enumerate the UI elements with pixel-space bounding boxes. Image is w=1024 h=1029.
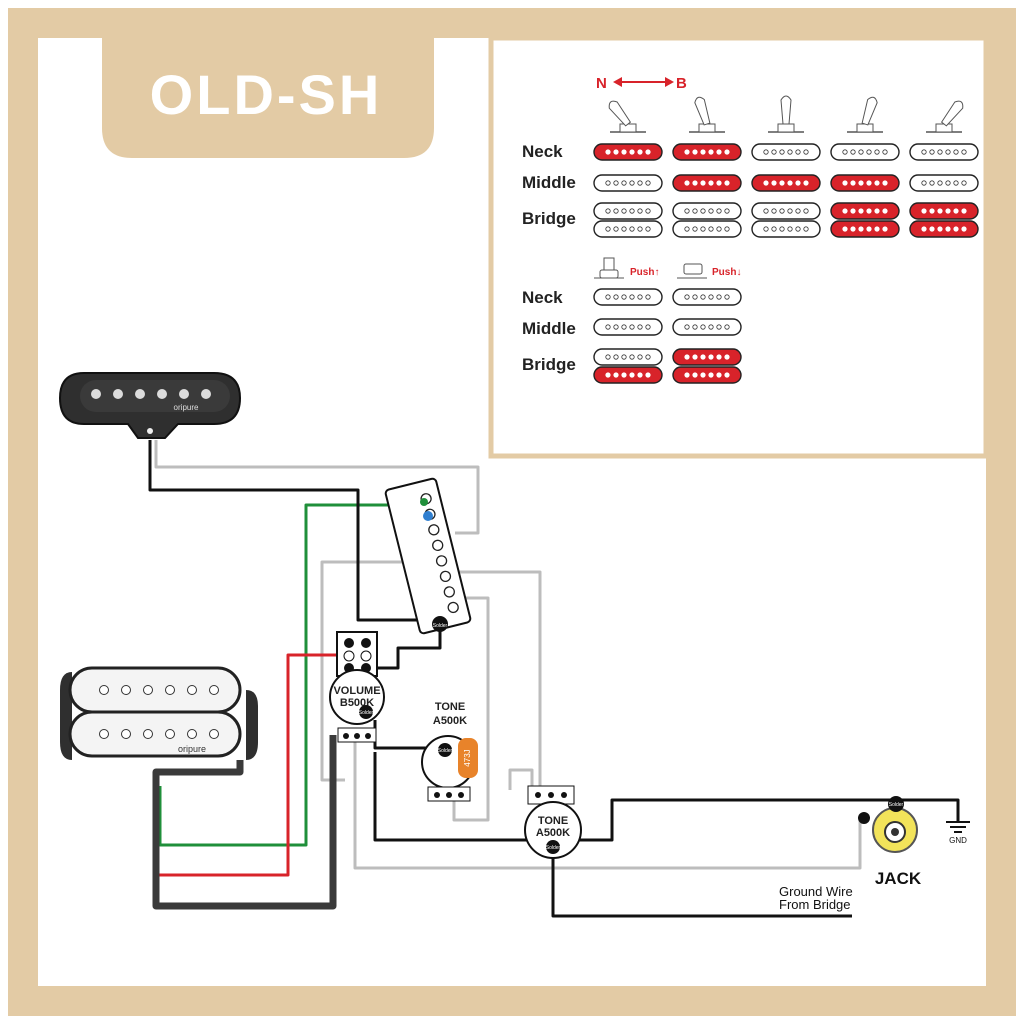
neck-pickup-pos-4 — [830, 143, 900, 161]
switch-chart-panel: N B Neck Middle Bridge Push↑ Push↓ Neck … — [488, 35, 989, 459]
push-row-label-middle: Middle — [522, 319, 576, 338]
bridge-pickup-top-pos-3 — [751, 202, 821, 220]
push-up-icon — [594, 257, 624, 279]
push-row-label-neck: Neck — [522, 288, 563, 307]
switch-lever-icon — [768, 95, 804, 133]
bridge-pickup-bottom-pos-4 — [830, 220, 900, 238]
switch-solder-point — [432, 616, 448, 632]
bridge-pickup-top-pos-5 — [909, 202, 979, 220]
white-wire-lug-tone2 — [438, 570, 542, 790]
black-wire-bridge-ground — [551, 845, 852, 918]
title-tab: OLD-SH — [102, 38, 434, 158]
middle-pickup-pos-1 — [593, 174, 663, 192]
tone1-value: A500K — [433, 715, 467, 727]
tone2-solder-label: Solder — [546, 845, 561, 851]
wires — [148, 440, 960, 918]
row-label-bridge: Bridge — [522, 209, 576, 228]
push-bridge-bottom-2 — [672, 366, 742, 384]
direction-bridge-label: B — [676, 75, 687, 92]
green-wire — [158, 503, 426, 847]
black-wire-neck-ground — [148, 440, 440, 622]
switch-lever-icons — [608, 95, 964, 133]
white-wire-lug-tone1 — [440, 596, 490, 822]
single-coil-pickup: oripure — [58, 372, 242, 439]
neck-pickup-pos-2 — [672, 143, 742, 161]
switch-lever-icon — [689, 96, 725, 133]
switch-solder-label: Solder — [433, 623, 448, 629]
bridge-pickup-top-pos-4 — [830, 202, 900, 220]
direction-neck-label: N — [596, 75, 607, 92]
direction-arrow-icon — [613, 77, 674, 87]
push-up-label: Push↑ — [630, 267, 659, 278]
tone2-label: TONE — [538, 815, 568, 827]
push-bridge-top-2 — [672, 348, 742, 366]
volume-pot: VOLUME B500K Solder — [329, 631, 385, 743]
black-wire-ground-bus — [373, 752, 960, 842]
bridge-pickup-bottom-pos-2 — [672, 220, 742, 238]
black-wire-volume-switch — [375, 628, 442, 670]
single-coil-brand: oripure — [174, 403, 199, 412]
middle-pickup-pos-4 — [830, 174, 900, 192]
switch-lever-icon — [926, 100, 964, 133]
capacitor: 473J — [458, 738, 478, 778]
push-bridge-top-1 — [593, 348, 663, 366]
push-neck-pickup-2 — [672, 288, 742, 306]
volume-solder-label: Solder — [359, 710, 374, 716]
ground-wire-label-line2: From Bridge — [779, 897, 851, 912]
switch-lever-icon — [608, 100, 646, 133]
tone1-label: TONE — [435, 701, 465, 713]
neck-pickup-pos-1 — [593, 143, 663, 161]
volume-label: VOLUME — [333, 685, 380, 697]
push-down-label: Push↓ — [712, 267, 741, 278]
output-jack: Solder JACK — [858, 796, 922, 888]
page-title: OLD-SH — [150, 63, 383, 126]
switch-lever-icon — [847, 96, 883, 133]
push-middle-pickup-2 — [672, 318, 742, 336]
ground-label: GND — [949, 836, 967, 845]
push-row-label-bridge: Bridge — [522, 355, 576, 374]
bridge-pickup-top-pos-2 — [672, 202, 742, 220]
ground-wire-label-line1: Ground Wire — [779, 884, 853, 899]
switch-position-grid — [593, 143, 979, 238]
middle-pickup-pos-3 — [751, 174, 821, 192]
white-wire-jack — [353, 740, 862, 870]
humbucker-cable — [152, 735, 337, 910]
bridge-pickup-bottom-pos-5 — [909, 220, 979, 238]
bridge-pickup-top-pos-1 — [593, 202, 663, 220]
jack-label: JACK — [875, 869, 922, 888]
push-down-icon — [677, 263, 707, 279]
humbucker-pickup: oripure — [60, 666, 258, 760]
humbucker-brand: oripure — [178, 744, 206, 754]
tone1-solder-label: Solder — [438, 748, 453, 754]
middle-pickup-pos-2 — [672, 174, 742, 192]
bridge-pickup-bottom-pos-3 — [751, 220, 821, 238]
five-way-switch: Solder — [384, 477, 472, 635]
tone-pot-2: TONE A500K Solder — [524, 785, 582, 859]
jack-solder-label: Solder — [889, 802, 904, 808]
bridge-pickup-bottom-pos-1 — [593, 220, 663, 238]
neck-pickup-pos-3 — [751, 143, 821, 161]
white-wire-neck-hot — [154, 440, 480, 535]
white-wire-tone-link — [508, 768, 534, 790]
tone2-value: A500K — [536, 827, 570, 839]
capacitor-label: 473J — [463, 749, 472, 766]
middle-pickup-pos-5 — [909, 174, 979, 192]
ground-icon: GND — [946, 821, 970, 845]
row-label-middle: Middle — [522, 173, 576, 192]
push-bridge-bottom-1 — [593, 366, 663, 384]
push-middle-pickup-1 — [593, 318, 663, 336]
tone-pot-1: TONE A500K Solder 473J — [421, 701, 478, 802]
row-label-neck: Neck — [522, 142, 563, 161]
push-position-grid — [593, 288, 742, 384]
neck-pickup-pos-5 — [909, 143, 979, 161]
push-neck-pickup-1 — [593, 288, 663, 306]
